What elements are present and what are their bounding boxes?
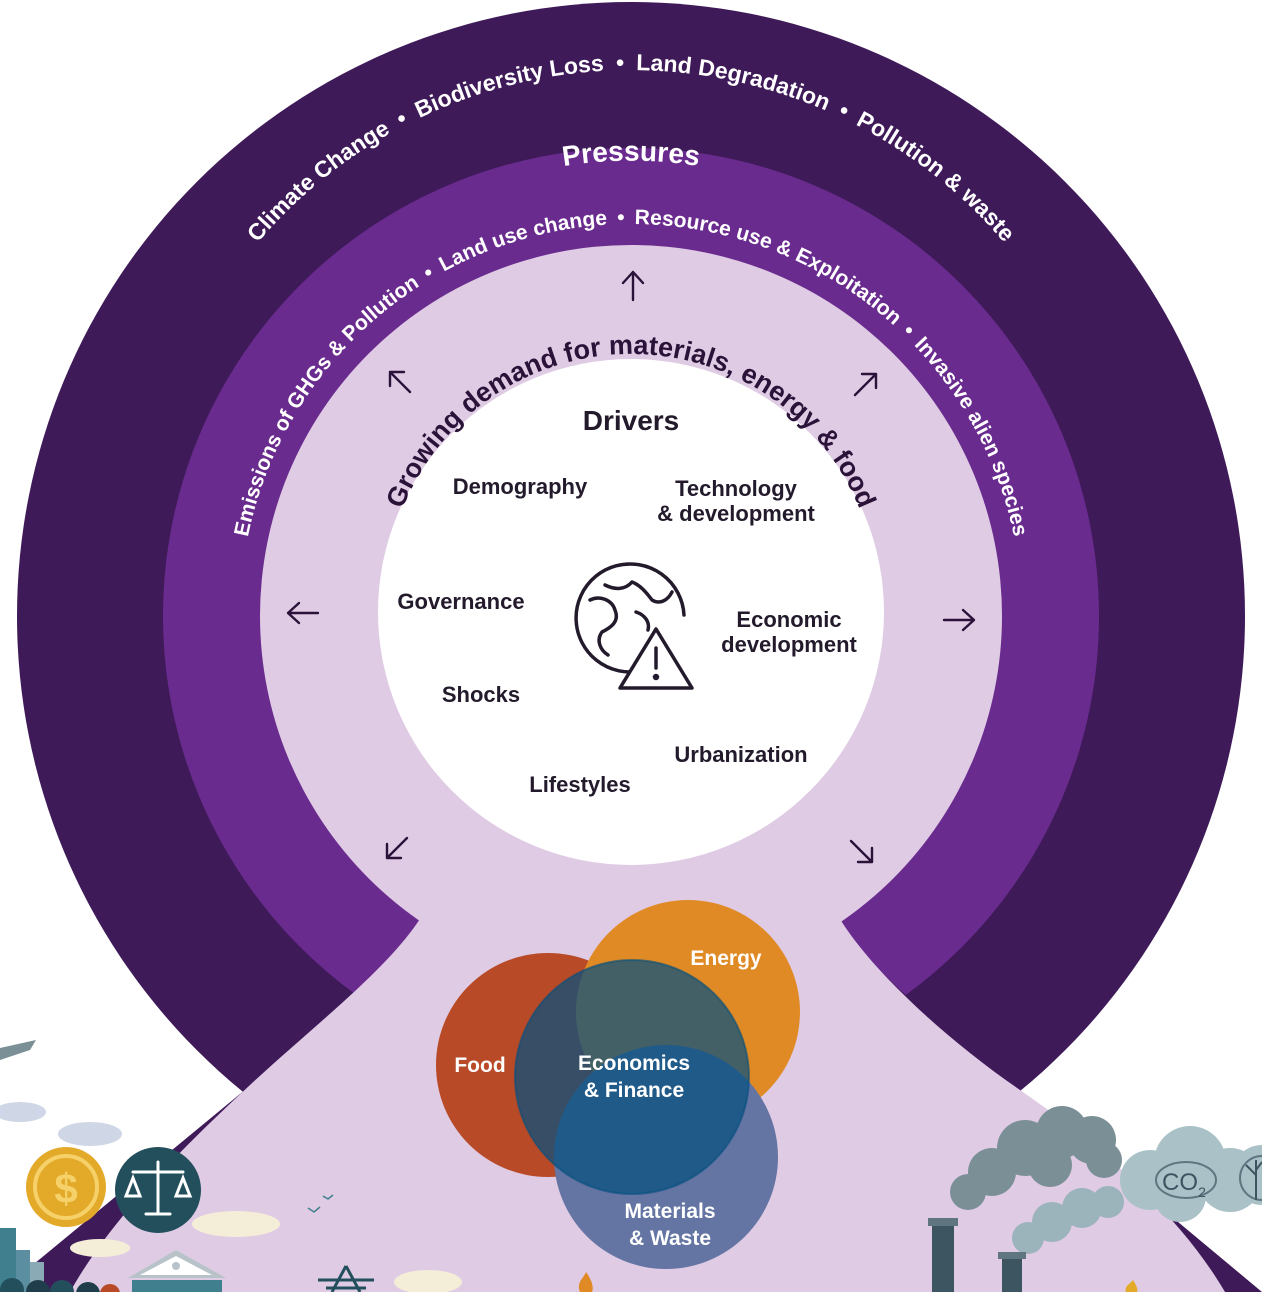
driver-demography: Demography [453, 474, 588, 499]
bank-building-icon [128, 1250, 226, 1292]
dollar-symbol: $ [54, 1165, 77, 1212]
pressure-separator: • [617, 206, 625, 229]
drivers-title: Drivers [583, 405, 680, 436]
venn-materials-label-line2: & Waste [629, 1227, 711, 1250]
justice-scale-icon [115, 1147, 201, 1233]
globe-warning-icon [574, 562, 694, 690]
venn-economics-label: Economics [578, 1052, 690, 1075]
driver-governance: Governance [397, 589, 524, 614]
arrow-left-icon [286, 601, 320, 625]
driver-lifestyles: Lifestyles [529, 772, 631, 797]
co2-subscript: 2 [1198, 1184, 1206, 1200]
arrow-down-left-icon [385, 836, 409, 860]
arrow-down-right-icon [849, 839, 874, 864]
cloud-left-icon [0, 1102, 122, 1146]
flame-icon [578, 1272, 593, 1292]
birds-icon [307, 1194, 334, 1213]
airplane-icon [0, 1040, 36, 1060]
venn-economics-core [514, 959, 750, 1195]
driver-economic: Economic [736, 607, 841, 632]
flame-right-icon [1125, 1280, 1138, 1292]
arrow-up-icon [621, 270, 645, 302]
driver-economic-line2: development [721, 632, 857, 657]
arrow-up-left-icon [388, 370, 412, 394]
venn-food-label: Food [454, 1054, 505, 1077]
power-pylon-icon [318, 1265, 374, 1292]
arrow-up-right-icon [853, 372, 878, 397]
co2-cloud-icon: CO 2 [1120, 1126, 1262, 1222]
venn-economics-label-line2: & Finance [584, 1079, 684, 1102]
venn-economics-circle [515, 960, 749, 1194]
venn-energy-label: Energy [690, 947, 762, 970]
cloud-left-cream-icon [70, 1211, 280, 1257]
pressures-title: Pressures [560, 136, 702, 172]
co2-label: CO [1162, 1169, 1198, 1196]
driver-urbanization: Urbanization [674, 742, 807, 767]
city-skyline-icon [0, 1228, 120, 1292]
drivers-core [378, 359, 884, 865]
factory-smoke-icon [928, 1106, 1124, 1292]
crisis-separator: • [616, 49, 625, 75]
venn-materials-label: Materials [624, 1200, 715, 1223]
driver-technology: Technology [675, 476, 798, 501]
arrow-right-icon [942, 608, 976, 632]
driver-technology-line2: & development [657, 501, 815, 526]
cloud-mid-icon [394, 1270, 462, 1292]
dollar-coin-icon: $ [26, 1147, 106, 1227]
driver-shocks: Shocks [442, 682, 520, 707]
